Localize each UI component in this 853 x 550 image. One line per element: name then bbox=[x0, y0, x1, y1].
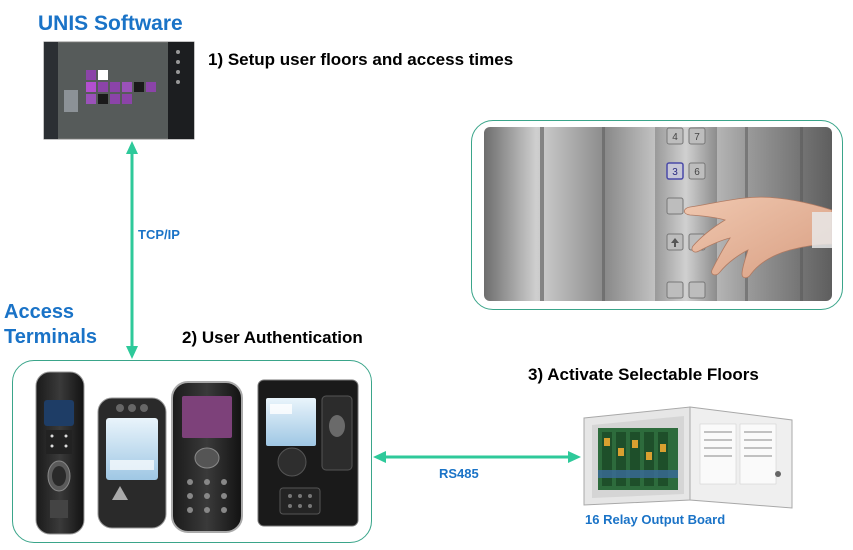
terminal-fingerprint-bar bbox=[35, 371, 85, 535]
tcp-ip-connector bbox=[126, 141, 138, 359]
terminal-fingerprint-keypad bbox=[171, 381, 243, 533]
terminal-face-reader bbox=[97, 397, 167, 529]
terminals-title-line1: Access bbox=[4, 301, 75, 323]
elevator-floor-label: 4 bbox=[672, 132, 678, 143]
step-3-label: 3) Activate Selectable Floors bbox=[528, 365, 759, 384]
terminal-face-fingerprint bbox=[257, 379, 359, 527]
elevator-floor-label: 3 bbox=[672, 167, 678, 178]
tcp-ip-label: TCP/IP bbox=[138, 227, 180, 242]
terminals-title: Access Terminals bbox=[4, 300, 97, 350]
step-2-label: 2) User Authentication bbox=[182, 328, 363, 347]
unis-software-screenshot bbox=[43, 41, 195, 140]
relay-board-caption: 16 Relay Output Board bbox=[585, 512, 726, 527]
elevator-floor-label: 6 bbox=[694, 167, 700, 178]
elevator-floor-label: 7 bbox=[694, 132, 700, 143]
rs485-connector bbox=[373, 451, 581, 463]
relay-output-board-image bbox=[583, 406, 793, 509]
rs485-label: RS485 bbox=[439, 466, 479, 481]
step-1-label: 1) Setup user floors and access times bbox=[208, 50, 514, 69]
elevator-photo-frame bbox=[471, 120, 843, 310]
software-title: UNIS Software bbox=[38, 12, 183, 35]
terminals-frame bbox=[12, 360, 372, 543]
terminals-title-line2: Terminals bbox=[4, 326, 97, 348]
elevator-button-photo: 4 7 3 6 bbox=[484, 127, 832, 301]
